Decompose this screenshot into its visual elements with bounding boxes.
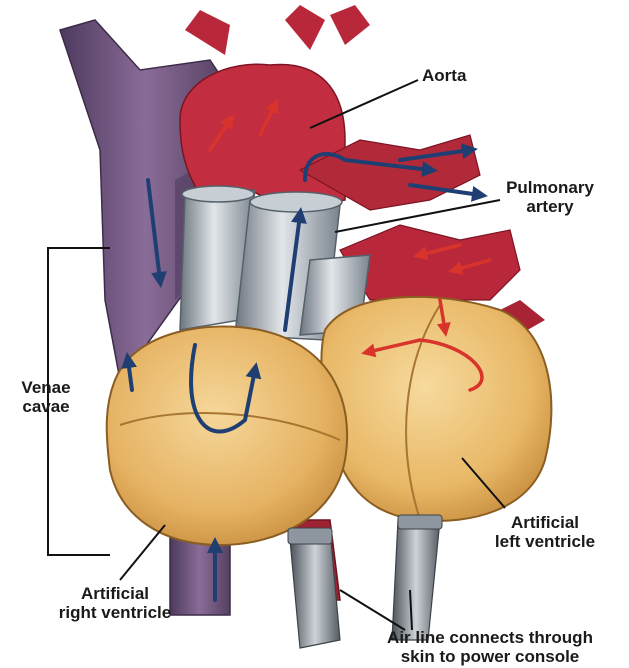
label-aorta: Aorta — [422, 66, 466, 85]
label-artificial-left-ventricle: Artificial left ventricle — [470, 513, 620, 551]
label-pulmonary-artery: Pulmonary artery — [495, 178, 605, 216]
artificial-left-ventricle-shape — [321, 297, 551, 521]
label-air-line: Air line connects through skin to power … — [355, 628, 625, 666]
label-artificial-right-ventricle: Artificial right ventricle — [35, 584, 195, 622]
label-venae-cavae: Venae cavae — [6, 378, 86, 416]
artificial-right-ventricle-shape — [107, 327, 347, 545]
